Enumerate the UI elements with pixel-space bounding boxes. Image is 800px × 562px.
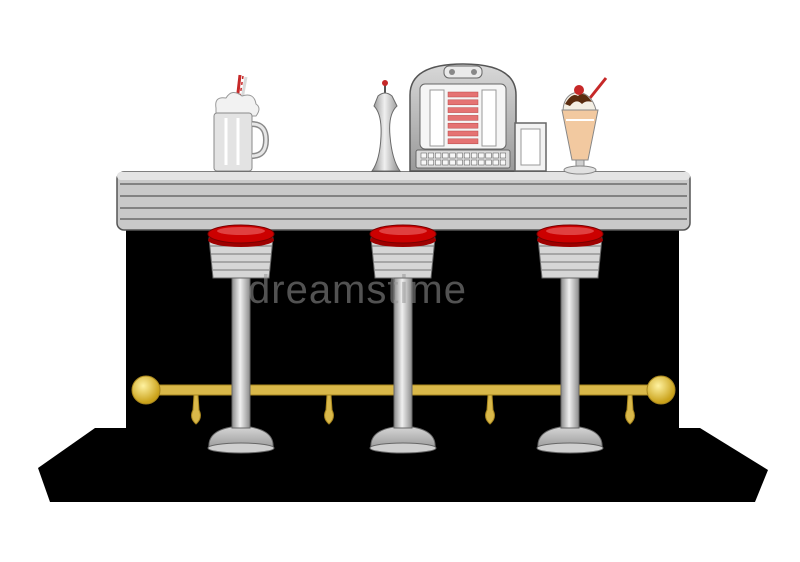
selector-key bbox=[420, 159, 427, 166]
record-slot bbox=[447, 122, 479, 129]
selector-key bbox=[499, 152, 506, 159]
selector-key bbox=[420, 152, 427, 159]
selector-key bbox=[492, 152, 499, 159]
selector-key bbox=[427, 152, 434, 159]
record-slot bbox=[447, 107, 479, 113]
record-slot bbox=[447, 91, 479, 98]
rail-end-right bbox=[646, 375, 676, 405]
selector-key bbox=[478, 159, 485, 166]
selector-key bbox=[463, 159, 470, 166]
selector-key bbox=[449, 159, 456, 166]
rail-bracket bbox=[324, 394, 334, 425]
watermark-text: dreamstime bbox=[248, 268, 467, 312]
counter-top bbox=[116, 171, 691, 231]
selector-key bbox=[449, 152, 456, 159]
ice-cream-sundae bbox=[561, 77, 608, 175]
record-slot bbox=[447, 115, 479, 121]
selector-key bbox=[456, 152, 463, 159]
rail-bracket bbox=[191, 394, 201, 425]
record-slot bbox=[447, 138, 479, 145]
selector-key bbox=[478, 152, 485, 159]
bar-stool bbox=[536, 224, 604, 454]
jukebox bbox=[409, 63, 517, 172]
root-beer-mug bbox=[213, 74, 270, 172]
selector-key bbox=[492, 159, 499, 166]
rail-end-left bbox=[131, 375, 161, 405]
selector-key bbox=[463, 152, 470, 159]
selector-key bbox=[471, 159, 478, 166]
record-slot bbox=[447, 130, 479, 137]
rail-bracket bbox=[625, 394, 635, 425]
syrup-dispenser bbox=[371, 80, 401, 172]
selector-key bbox=[435, 159, 442, 166]
rail-bracket bbox=[485, 394, 495, 425]
selector-key bbox=[435, 152, 442, 159]
bar-stool bbox=[369, 224, 437, 454]
napkin-holder bbox=[514, 122, 547, 172]
selector-key bbox=[456, 159, 463, 166]
selector-key bbox=[485, 159, 492, 166]
selector-key bbox=[442, 152, 449, 159]
selector-key bbox=[427, 159, 434, 166]
selector-key bbox=[442, 159, 449, 166]
bar-stool bbox=[207, 224, 275, 454]
selector-key bbox=[471, 152, 478, 159]
selector-key bbox=[485, 152, 492, 159]
selector-key bbox=[499, 159, 506, 166]
record-slot bbox=[447, 99, 479, 106]
